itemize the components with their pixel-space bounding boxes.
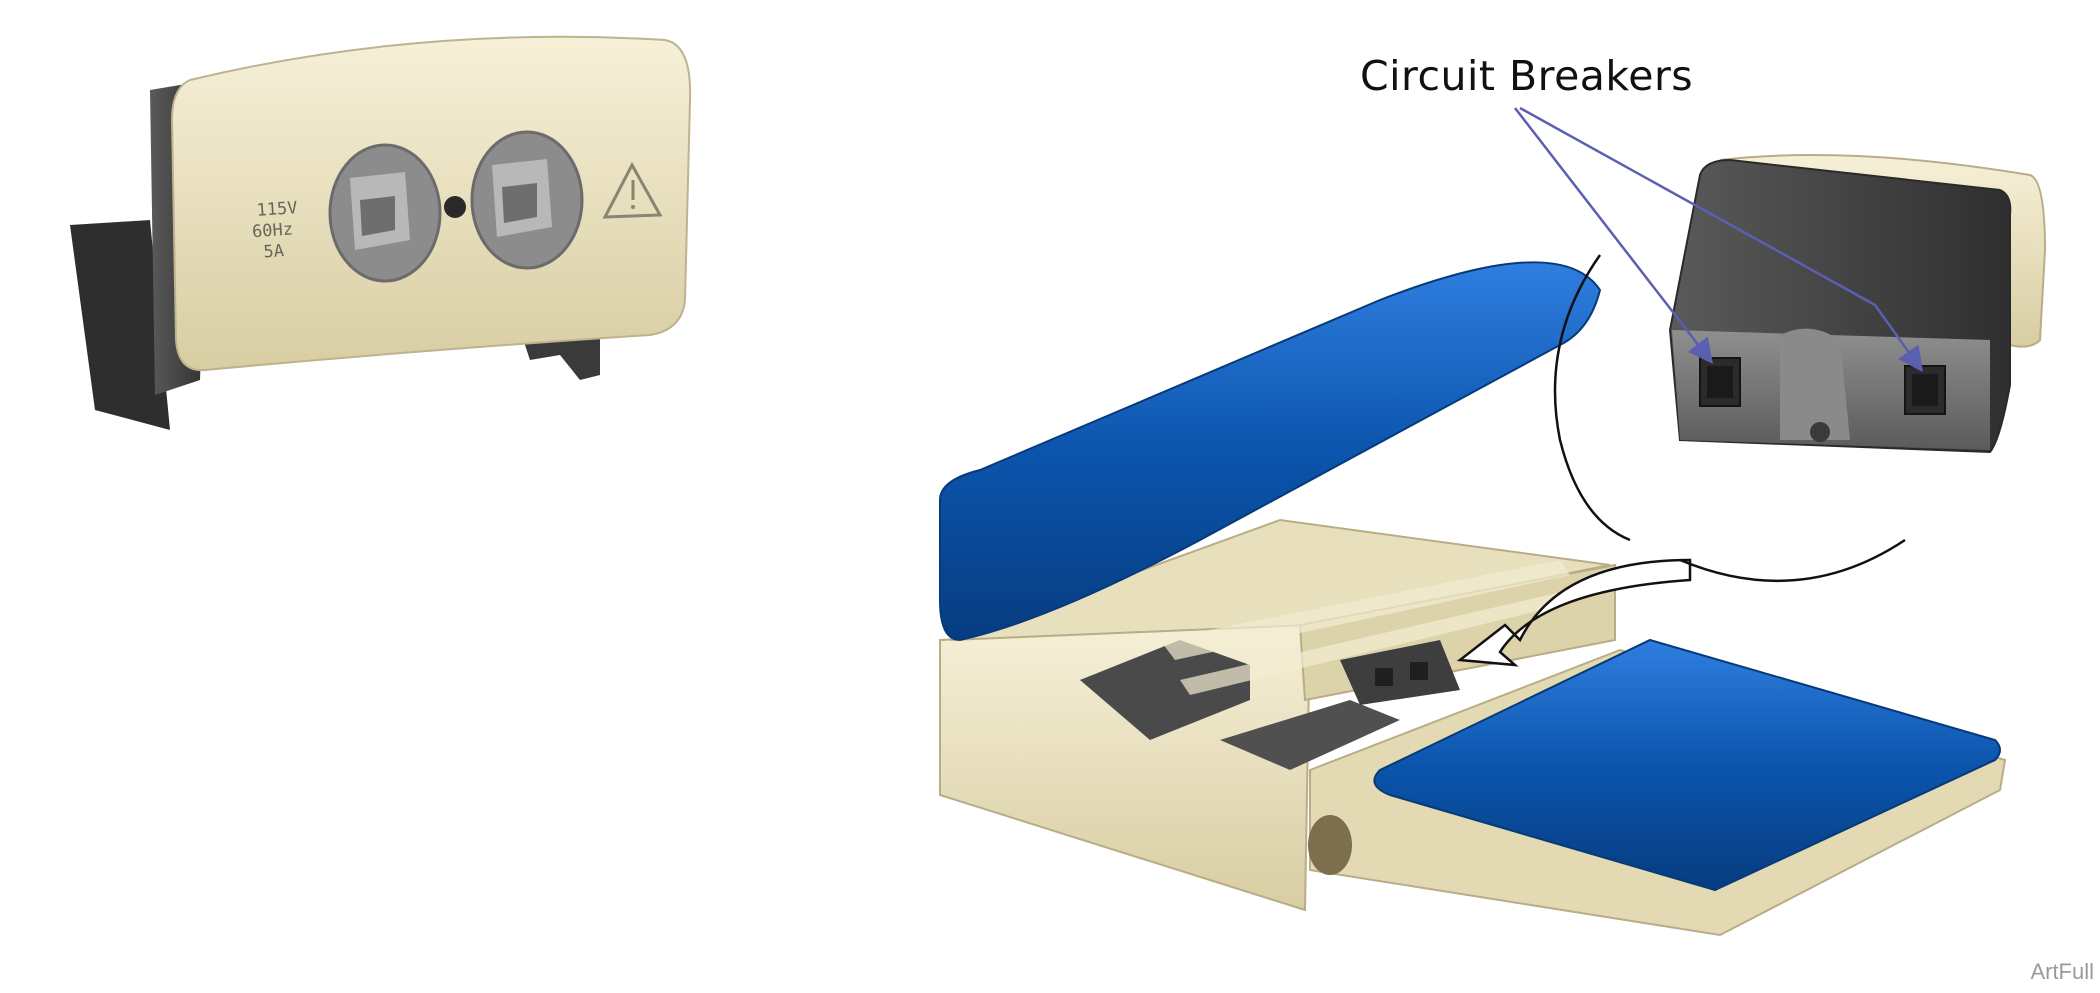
slide-rail-2 [1180,590,1575,695]
breaker-switch-small-right [1410,662,1428,680]
exam-table-assembly [939,261,2007,937]
outlet-receptacle: 115V 60Hz 5A [70,35,692,430]
breaker-toggle-left [1707,366,1733,398]
location-arrow [1456,558,1692,667]
circuit-breakers-label: Circuit Breakers [1360,52,1694,100]
detail-faceplate [1719,154,2047,348]
caster-wheel [1308,815,1352,875]
artfull-watermark: ArtFull [2030,959,2094,984]
seat-cushion [939,261,1602,642]
screw-icon [444,196,466,218]
outlet-back-bracket [70,220,170,430]
outlet-rating-voltage: 115V [256,198,298,221]
circuit-breaker-detail [1668,154,2047,454]
circuit-breaker-housing-small [1340,640,1460,705]
outlet-rating-frequency: 60Hz [251,219,293,242]
callout-arrow-right [1519,106,1923,373]
outlet-socket-left [328,143,442,283]
magnifier-outline [1553,254,1906,583]
internal-component-dark-2 [1220,700,1400,770]
outlet-rating-label: 115V 60Hz 5A [251,198,298,262]
slide-rail [1160,560,1570,660]
outlet-rating-amperage: 5A [263,241,285,262]
detail-center-channel [1780,328,1850,440]
breaker-toggle-right [1912,374,1938,406]
internal-component-dark [1080,640,1250,740]
warning-triangle-icon [602,161,663,219]
callout-arrow-left [1514,107,1714,364]
footrest-cushion [1373,638,2001,892]
breaker-switch-small-left [1375,668,1393,686]
detail-mount-hole [1810,422,1830,442]
outlet-socket-right [470,130,584,270]
